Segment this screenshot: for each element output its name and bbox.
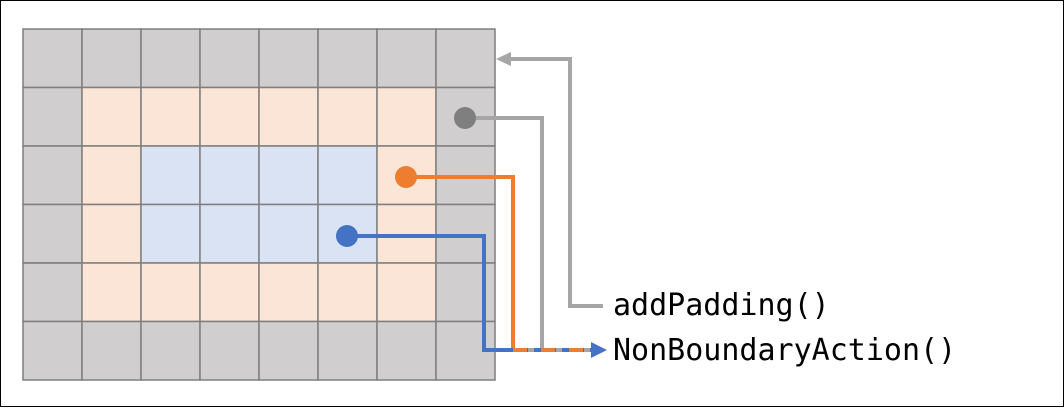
padding-cell bbox=[317, 28, 378, 89]
interior-cell bbox=[140, 203, 201, 264]
interior-cell bbox=[258, 145, 319, 206]
boundary-cell bbox=[199, 262, 260, 323]
padding-source-connector bbox=[465, 116, 544, 350]
padding-cell bbox=[140, 28, 201, 89]
pixel-grid bbox=[22, 28, 496, 381]
padding-cell bbox=[435, 28, 496, 89]
boundary-cell bbox=[199, 86, 260, 147]
interior-cell bbox=[317, 145, 378, 206]
add-padding-label: addPadding() bbox=[613, 288, 830, 323]
boundary-cell bbox=[140, 262, 201, 323]
padding-cell bbox=[199, 320, 260, 381]
boundary-cell bbox=[258, 86, 319, 147]
non-boundary-arrowhead bbox=[591, 342, 607, 358]
padding-connector bbox=[509, 57, 603, 308]
boundary-connector bbox=[406, 175, 515, 350]
padding-cell bbox=[140, 320, 201, 381]
padding-cell bbox=[22, 145, 83, 206]
boundary-cell bbox=[376, 262, 437, 323]
padding-cell bbox=[22, 320, 83, 381]
padding-cell bbox=[22, 203, 83, 264]
boundary-cell-marker bbox=[395, 166, 417, 188]
padding-cell bbox=[22, 86, 83, 147]
boundary-cell bbox=[258, 262, 319, 323]
non-boundary-action-label: NonBoundaryAction() bbox=[613, 333, 956, 368]
interior-connector bbox=[347, 234, 593, 352]
padding-cell-marker bbox=[454, 107, 476, 129]
interior-cell bbox=[258, 203, 319, 264]
boundary-cell bbox=[81, 262, 142, 323]
boundary-cell bbox=[317, 86, 378, 147]
padding-cell bbox=[435, 203, 496, 264]
add-padding-arrowhead bbox=[496, 52, 511, 66]
boundary-cell bbox=[81, 86, 142, 147]
boundary-cell bbox=[81, 203, 142, 264]
padding-cell bbox=[22, 28, 83, 89]
padding-cell bbox=[81, 320, 142, 381]
padding-cell bbox=[199, 28, 260, 89]
boundary-cell bbox=[81, 145, 142, 206]
padding-cell bbox=[317, 320, 378, 381]
padding-cell bbox=[258, 320, 319, 381]
padding-cell bbox=[376, 28, 437, 89]
interior-cell bbox=[140, 145, 201, 206]
boundary-cell bbox=[376, 203, 437, 264]
padding-cell bbox=[435, 262, 496, 323]
boundary-cell bbox=[140, 86, 201, 147]
padding-cell bbox=[81, 28, 142, 89]
interior-cell-marker bbox=[336, 225, 358, 247]
interior-cell bbox=[199, 145, 260, 206]
padding-cell bbox=[22, 262, 83, 323]
interior-cell bbox=[199, 203, 260, 264]
boundary-cell bbox=[317, 262, 378, 323]
padding-cell bbox=[258, 28, 319, 89]
boundary-cell bbox=[376, 86, 437, 147]
padding-cell bbox=[376, 320, 437, 381]
